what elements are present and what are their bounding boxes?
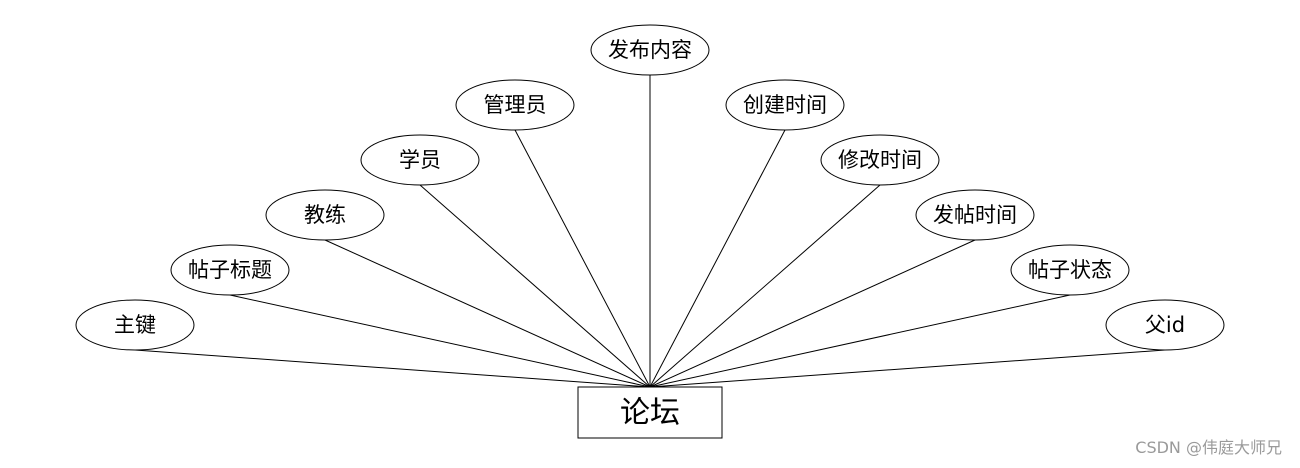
attribute-ellipse — [820, 134, 940, 186]
connector-line — [649, 239, 976, 388]
attribute-node: 发布内容 — [590, 24, 710, 76]
attribute-label: 学员 — [399, 148, 441, 172]
attribute-ellipse — [1010, 244, 1130, 296]
attribute-ellipse — [265, 189, 385, 241]
attribute-label: 教练 — [304, 203, 346, 227]
attribute-ellipse — [915, 189, 1035, 241]
attribute-node: 帖子标题 — [170, 244, 290, 296]
watermark: CSDN @伟庭大师兄 — [1135, 438, 1282, 457]
attribute-node: 父id — [1105, 299, 1225, 351]
attribute-node: 帖子状态 — [1010, 244, 1130, 296]
attribute-node: 创建时间 — [725, 79, 845, 131]
attribute-ellipse — [170, 244, 290, 296]
attribute-label: 修改时间 — [838, 148, 922, 172]
attribute-ellipse — [725, 79, 845, 131]
entity-label: 论坛 — [620, 396, 680, 431]
attribute-label: 发帖时间 — [933, 203, 1017, 227]
entity-box — [577, 386, 723, 439]
attribute-ellipse — [75, 299, 195, 351]
attribute-ellipse — [1105, 299, 1225, 351]
connector-lines — [134, 75, 1166, 388]
attribute-label: 父id — [1145, 313, 1185, 337]
attribute-ellipse — [360, 134, 480, 186]
connector-line — [649, 349, 1166, 388]
connector-line — [324, 239, 651, 388]
attribute-node: 学员 — [360, 134, 480, 186]
connector-line — [649, 294, 1071, 388]
attribute-label: 帖子状态 — [1028, 258, 1112, 282]
attribute-node: 教练 — [265, 189, 385, 241]
attribute-node: 修改时间 — [820, 134, 940, 186]
attribute-label: 主键 — [114, 313, 156, 337]
attribute-label: 发布内容 — [608, 38, 692, 62]
attribute-node: 主键 — [75, 299, 195, 351]
attribute-label: 创建时间 — [743, 93, 827, 117]
attribute-label: 帖子标题 — [188, 258, 272, 282]
connector-line — [514, 129, 651, 388]
attribute-ellipse — [590, 24, 710, 76]
attribute-label: 管理员 — [484, 93, 547, 117]
connector-line — [649, 129, 786, 388]
connector-line — [229, 294, 651, 388]
connector-line — [649, 184, 881, 388]
connector-line — [419, 184, 651, 388]
entity-node: 论坛 — [577, 386, 723, 439]
attribute-node: 发帖时间 — [915, 189, 1035, 241]
attribute-ellipse — [455, 79, 575, 131]
connector-line — [134, 349, 651, 388]
attribute-node: 管理员 — [455, 79, 575, 131]
